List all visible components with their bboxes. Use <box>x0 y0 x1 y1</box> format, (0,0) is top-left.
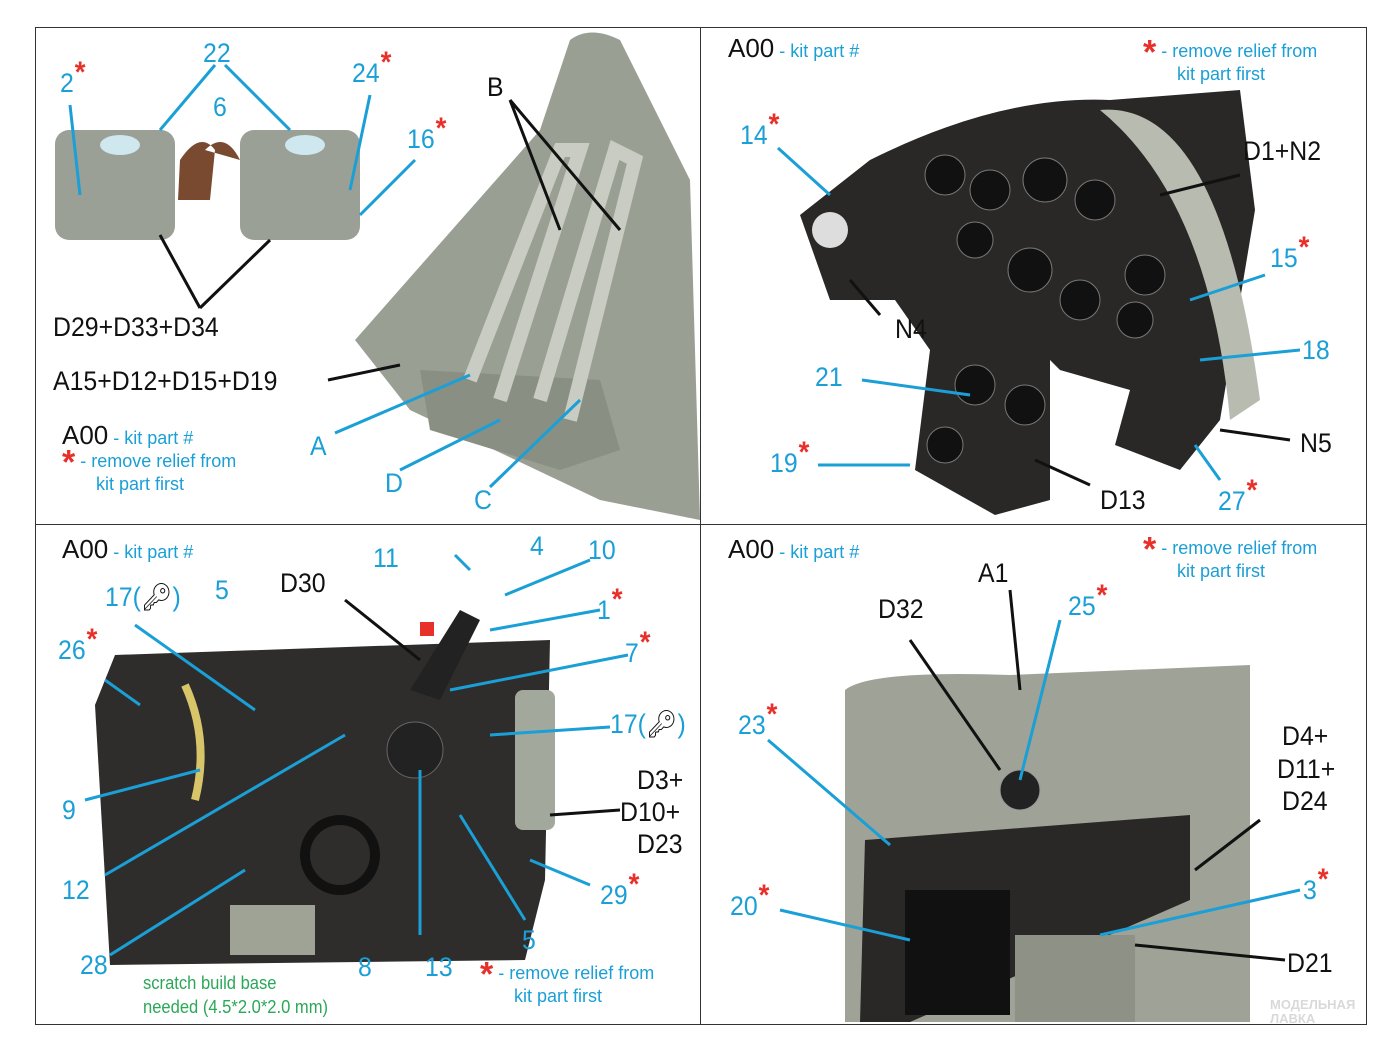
label-D: D <box>385 468 403 498</box>
label-B: B <box>487 72 504 102</box>
label-D24: D24 <box>1282 786 1328 816</box>
legend-code-panel3: A00 - kit part # <box>62 534 194 564</box>
label-D21: D21 <box>1287 948 1333 978</box>
label-22: 22 <box>203 38 231 68</box>
label-D13: D13 <box>1100 485 1146 515</box>
label-14: 14* <box>740 108 780 150</box>
label-2: 2* <box>60 56 86 98</box>
base-block <box>230 905 315 955</box>
label-15: 15* <box>1270 231 1310 273</box>
label-D10: D10+ <box>620 797 681 827</box>
label-4: 4 <box>530 531 544 561</box>
label-17-key-right: 17(🔑︎) <box>610 709 686 739</box>
legend-code-panel4: A00 - kit part # <box>728 534 860 564</box>
label-11: 11 <box>373 543 399 573</box>
label-8: 8 <box>358 952 372 982</box>
throttle-quadrant <box>410 610 480 700</box>
instrument-block-right <box>240 130 360 240</box>
label-N4: N4 <box>895 314 927 344</box>
label-1: 1* <box>597 583 623 625</box>
label-7: 7* <box>625 626 651 668</box>
label-C: C <box>474 485 492 515</box>
label-A: A <box>310 431 327 461</box>
label-10: 10 <box>588 535 616 565</box>
label-20: 20* <box>730 879 770 921</box>
key-icon: 🔑︎ <box>645 709 678 739</box>
sheet-border <box>35 27 1367 1025</box>
lower-part <box>1015 935 1135 1022</box>
label-A15-D12-D15-D19: A15+D12+D15+D19 <box>53 366 278 396</box>
label-26: 26* <box>58 623 98 665</box>
gauge-face <box>285 135 325 155</box>
label-6: 6 <box>213 92 227 122</box>
label-23: 23* <box>738 698 778 740</box>
key-icon: 🔑︎ <box>140 582 173 612</box>
label-19: 19* <box>770 436 810 478</box>
leader-lines-black <box>158 99 1291 962</box>
panel-cowl <box>1100 109 1260 420</box>
label-9: 9 <box>62 795 76 825</box>
label-N5: N5 <box>1300 428 1332 458</box>
leader-lines-blue <box>68 63 1301 957</box>
side-part <box>515 690 555 830</box>
label-5: 5 <box>215 575 229 605</box>
label-A1: A1 <box>978 558 1009 588</box>
label-24: 24* <box>352 46 392 88</box>
label-18: 18 <box>1302 335 1330 365</box>
label-5b: 5 <box>522 925 536 955</box>
legend-code-panel2: A00 - kit part # <box>728 33 860 63</box>
round-fitting <box>999 769 1041 811</box>
label-12: 12 <box>62 875 90 905</box>
label-D1-N2: D1+N2 <box>1243 136 1322 166</box>
label-D11: D11+ <box>1277 754 1336 784</box>
divider-vertical <box>700 27 701 1025</box>
label-29: 29* <box>600 868 640 910</box>
divider-horizontal <box>35 524 1367 525</box>
label-D29-D33-D34: D29+D33+D34 <box>53 312 219 342</box>
label-D3: D3+ <box>637 765 684 795</box>
harness <box>463 140 644 422</box>
label-27: 27* <box>1218 474 1258 516</box>
trim-wheel <box>300 815 380 895</box>
console-box <box>95 640 550 965</box>
rotary-dial <box>386 721 444 779</box>
label-21: 21 <box>815 362 843 392</box>
label-13: 13 <box>425 952 453 982</box>
label-D4: D4+ <box>1282 721 1329 751</box>
label-D23: D23 <box>637 829 683 859</box>
knob <box>812 212 848 248</box>
instrument-panel <box>800 90 1255 515</box>
label-3: 3* <box>1303 863 1329 905</box>
leather-pad <box>178 142 240 200</box>
instrument-block-left <box>55 130 175 240</box>
strap <box>181 683 205 801</box>
label-D32: D32 <box>878 594 924 624</box>
label-28: 28 <box>80 950 108 980</box>
switch-panel <box>905 890 1010 1015</box>
label-16: 16* <box>407 112 447 154</box>
gauge-face <box>100 135 140 155</box>
label-17-key: 17(🔑︎) <box>105 582 181 612</box>
label-25: 25* <box>1068 579 1108 621</box>
label-D30: D30 <box>280 568 326 598</box>
